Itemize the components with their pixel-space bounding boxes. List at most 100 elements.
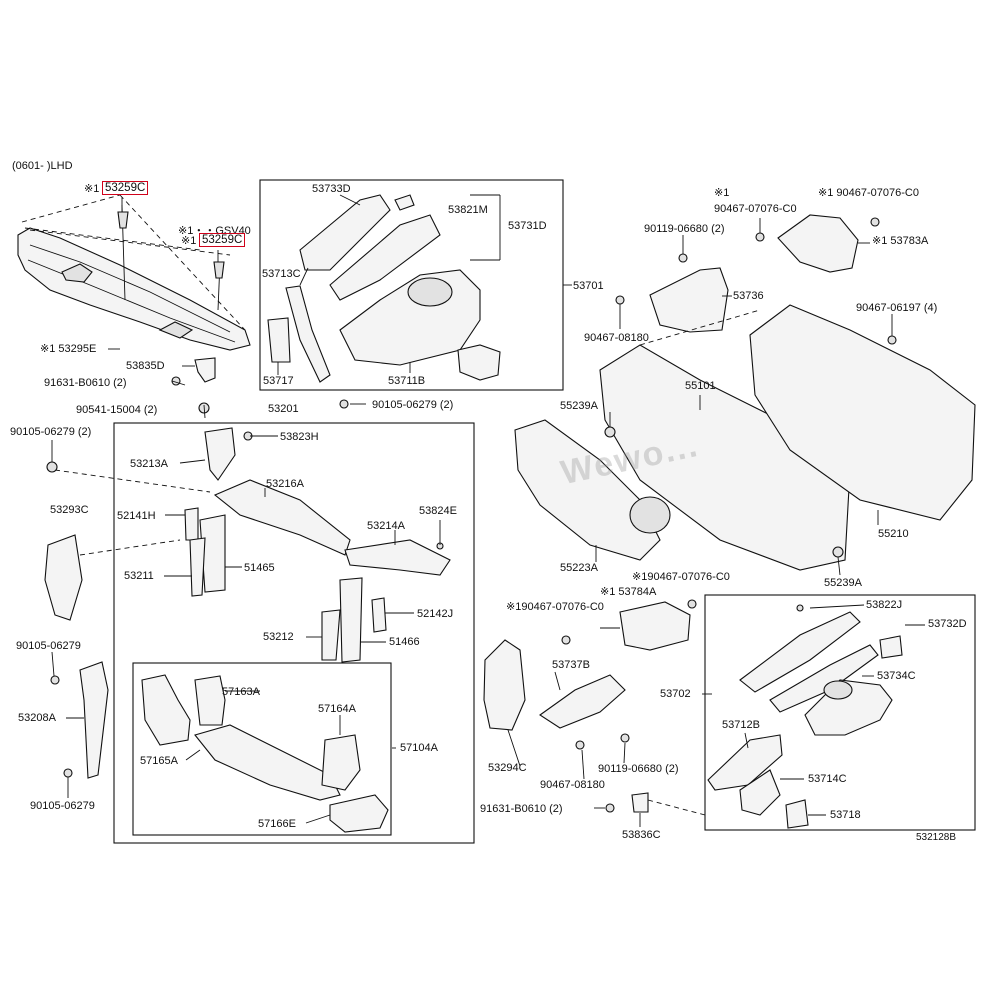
bolt-91631-b	[605, 803, 615, 813]
seal-53736	[649, 267, 729, 333]
part-label-53211[interactable]: 53211	[124, 570, 154, 582]
bolt-90105-left	[46, 461, 58, 473]
part-label-53701[interactable]: 53701	[573, 280, 604, 292]
part-label-91631-b0610-b[interactable]: 91631-B0610 (2)	[480, 803, 563, 815]
part-label-52142j[interactable]: 52142J	[417, 608, 454, 620]
part-label-90105-06279-bot[interactable]: 90105-06279	[30, 800, 95, 812]
part-label-53714c[interactable]: 53714C	[808, 773, 847, 785]
part-label-190467-07076[interactable]: ※190467-07076-C0	[632, 571, 730, 583]
part-label-53822j[interactable]: 53822J	[866, 599, 903, 611]
ref-code: 532128B	[916, 832, 957, 843]
part-label-55239a-top[interactable]: 55239A	[560, 400, 598, 412]
part-label-55101[interactable]: 55101	[685, 380, 716, 392]
part-label-53712b[interactable]: 53712B	[722, 719, 760, 731]
part-label-53702[interactable]: 53702	[660, 688, 691, 700]
part-label-53836c[interactable]: 53836C	[622, 829, 661, 841]
bolt-90467-a	[755, 232, 765, 242]
brace-53208a	[79, 661, 109, 779]
part-label-57166e[interactable]: 57166E	[258, 818, 296, 830]
silencer-55210	[749, 304, 976, 521]
part-label-53201[interactable]: 53201	[268, 403, 299, 415]
part-label-53824e[interactable]: 53824E	[419, 505, 457, 517]
clip-90119-a	[678, 253, 688, 263]
part-label-53821m[interactable]: 53821M	[448, 204, 488, 216]
part-label-53208a[interactable]: 53208A	[18, 712, 56, 724]
bracket-53784a	[619, 601, 691, 651]
part-label-53823h[interactable]: 53823H	[280, 431, 319, 443]
part-label-53737b[interactable]: 53737B	[552, 659, 590, 671]
part-label-53213a[interactable]: 53213A	[130, 458, 168, 470]
part-label-90541-15004[interactable]: 90541-15004 (2)	[76, 404, 158, 416]
part-label-53259c-a[interactable]: 53259C	[101, 181, 149, 195]
part-label-57163a[interactable]: 57163A	[222, 686, 260, 698]
part-label-55239a-bot[interactable]: 55239A	[824, 577, 862, 589]
seal-53737b	[539, 674, 626, 729]
variant-label: (0601- )LHD	[12, 160, 73, 172]
under-cover-53295e	[17, 194, 251, 351]
panel-55101	[599, 344, 851, 571]
part-label-53732d[interactable]: 53732D	[928, 618, 967, 630]
part-label-53294c[interactable]: 53294C	[488, 762, 527, 774]
part-label-90467-07076-c[interactable]: ※190467-07076-C0	[506, 601, 604, 613]
part-label-90467-06197[interactable]: 90467-06197 (4)	[856, 302, 938, 314]
part-label-57165a[interactable]: 57165A	[140, 755, 178, 767]
part-label-91631-b0610-a[interactable]: 91631-B0610 (2)	[44, 377, 127, 389]
part-label-52141h[interactable]: 52141H	[117, 510, 156, 522]
part-label-90119-06680-b[interactable]: 90119-06680 (2)	[598, 763, 679, 775]
bolt-90105-bot	[63, 768, 73, 778]
radiator-support-53201-parts	[54, 399, 451, 663]
part-label-90105-06279-mid[interactable]: 90105-06279	[16, 640, 81, 652]
part-label-90105-06279-top[interactable]: 90105-06279 (2)	[372, 399, 454, 411]
part-label-90105-06279-left[interactable]: 90105-06279 (2)	[10, 426, 92, 438]
bolt-190467	[687, 599, 697, 609]
part-label-53718[interactable]: 53718	[830, 809, 861, 821]
part-label-53713c[interactable]: 53713C	[262, 268, 301, 280]
part-label-53736[interactable]: 53736	[733, 290, 764, 302]
bolt-90105-mid	[50, 675, 60, 685]
part-label-90467-08180-a[interactable]: 90467-08180	[584, 332, 649, 344]
clip-90119-b	[620, 733, 630, 743]
part-label-51465[interactable]: 51465	[244, 562, 275, 574]
part-label-90467-07076-b[interactable]: ※1 90467-07076-C0	[818, 187, 919, 199]
part-label-53835d[interactable]: 53835D	[126, 360, 165, 372]
part-label-53293c[interactable]: 53293C	[50, 504, 89, 516]
clip-90467-08180-b	[575, 740, 585, 750]
part-label-90119-06680-a[interactable]: 90119-06680 (2)	[644, 223, 725, 235]
part-label-53295e[interactable]: ※1 53295E	[40, 343, 97, 355]
part-label-55223a[interactable]: 55223A	[560, 562, 598, 574]
part-label-90467-08180-b[interactable]: 90467-08180	[540, 779, 605, 791]
bumper-arm-57104a-parts	[141, 674, 389, 833]
apron-53702-parts	[707, 604, 903, 829]
mark-53259c-a: ※1	[84, 183, 100, 195]
box-53702	[704, 594, 976, 831]
box-57104a	[132, 662, 392, 836]
part-label-53731d[interactable]: 53731D	[508, 220, 547, 232]
part-label-57104a[interactable]: 57104A	[400, 742, 438, 754]
apron-53701-parts	[267, 194, 501, 383]
part-label-53717[interactable]: 53717	[263, 375, 294, 387]
bolt-90467-b	[870, 217, 880, 227]
part-label-53784a[interactable]: ※1 53784A	[600, 586, 657, 598]
part-label-53212[interactable]: 53212	[263, 631, 294, 643]
part-label-57164a[interactable]: 57164A	[318, 703, 356, 715]
part-label-53259c-b[interactable]: 53259C	[198, 233, 246, 247]
part-label-51466[interactable]: 51466	[389, 636, 420, 648]
gsv-note: ※1・・GSV40	[178, 225, 251, 237]
part-label-53214a[interactable]: 53214A	[367, 520, 405, 532]
part-label-55210[interactable]: 55210	[878, 528, 909, 540]
part-label-53734c[interactable]: 53734C	[877, 670, 916, 682]
clip-90467-08180-a	[615, 295, 625, 305]
part-label-90467-07076-a[interactable]: 90467-07076-C0	[714, 203, 797, 215]
part-label-53733d[interactable]: 53733D	[312, 183, 351, 195]
bolt-90467-c	[561, 635, 571, 645]
part-label-53783a[interactable]: ※1 53783A	[872, 235, 929, 247]
part-label-53216a[interactable]: 53216A	[266, 478, 304, 490]
box-53201	[113, 422, 475, 844]
bracket-53783a	[777, 214, 859, 273]
silencer-55223a	[514, 419, 661, 561]
clip-55239a-top	[604, 426, 616, 438]
bracket-53836c	[631, 792, 649, 813]
part-label-53711b[interactable]: 53711B	[388, 375, 426, 387]
